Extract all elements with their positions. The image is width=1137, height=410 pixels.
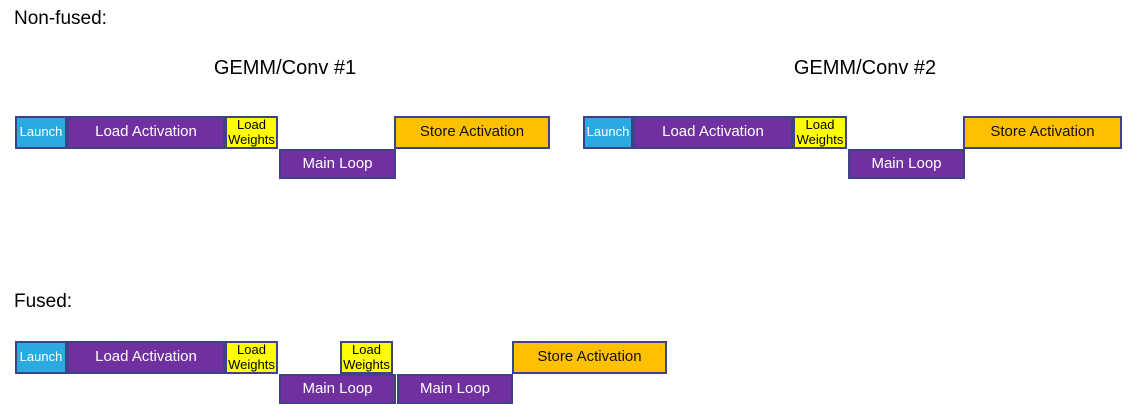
block-store-activation: Store Activation xyxy=(963,116,1122,149)
gemm-conv-2-title: GEMM/Conv #2 xyxy=(793,57,937,79)
gemm-conv-1-title: GEMM/Conv #1 xyxy=(213,57,357,79)
non-fused-heading: Non-fused: xyxy=(14,8,107,29)
block-load-activation: Load Activation xyxy=(67,341,225,374)
block-launch: Launch xyxy=(583,116,633,149)
block-main-loop: Main Loop xyxy=(397,374,513,404)
block-launch: Launch xyxy=(15,116,67,149)
block-main-loop: Main Loop xyxy=(848,149,965,179)
fused-heading: Fused: xyxy=(14,291,73,312)
block-main-loop: Main Loop xyxy=(279,374,396,404)
block-main-loop: Main Loop xyxy=(279,149,396,179)
block-load-weights: Load Weights xyxy=(225,116,278,149)
block-store-activation: Store Activation xyxy=(394,116,550,149)
block-store-activation: Store Activation xyxy=(512,341,667,374)
block-launch: Launch xyxy=(15,341,67,374)
block-load-activation: Load Activation xyxy=(633,116,793,149)
block-load-weights: Load Weights xyxy=(793,116,847,149)
block-load-activation: Load Activation xyxy=(67,116,225,149)
block-load-weights: Load Weights xyxy=(340,341,393,374)
block-load-weights: Load Weights xyxy=(225,341,278,374)
